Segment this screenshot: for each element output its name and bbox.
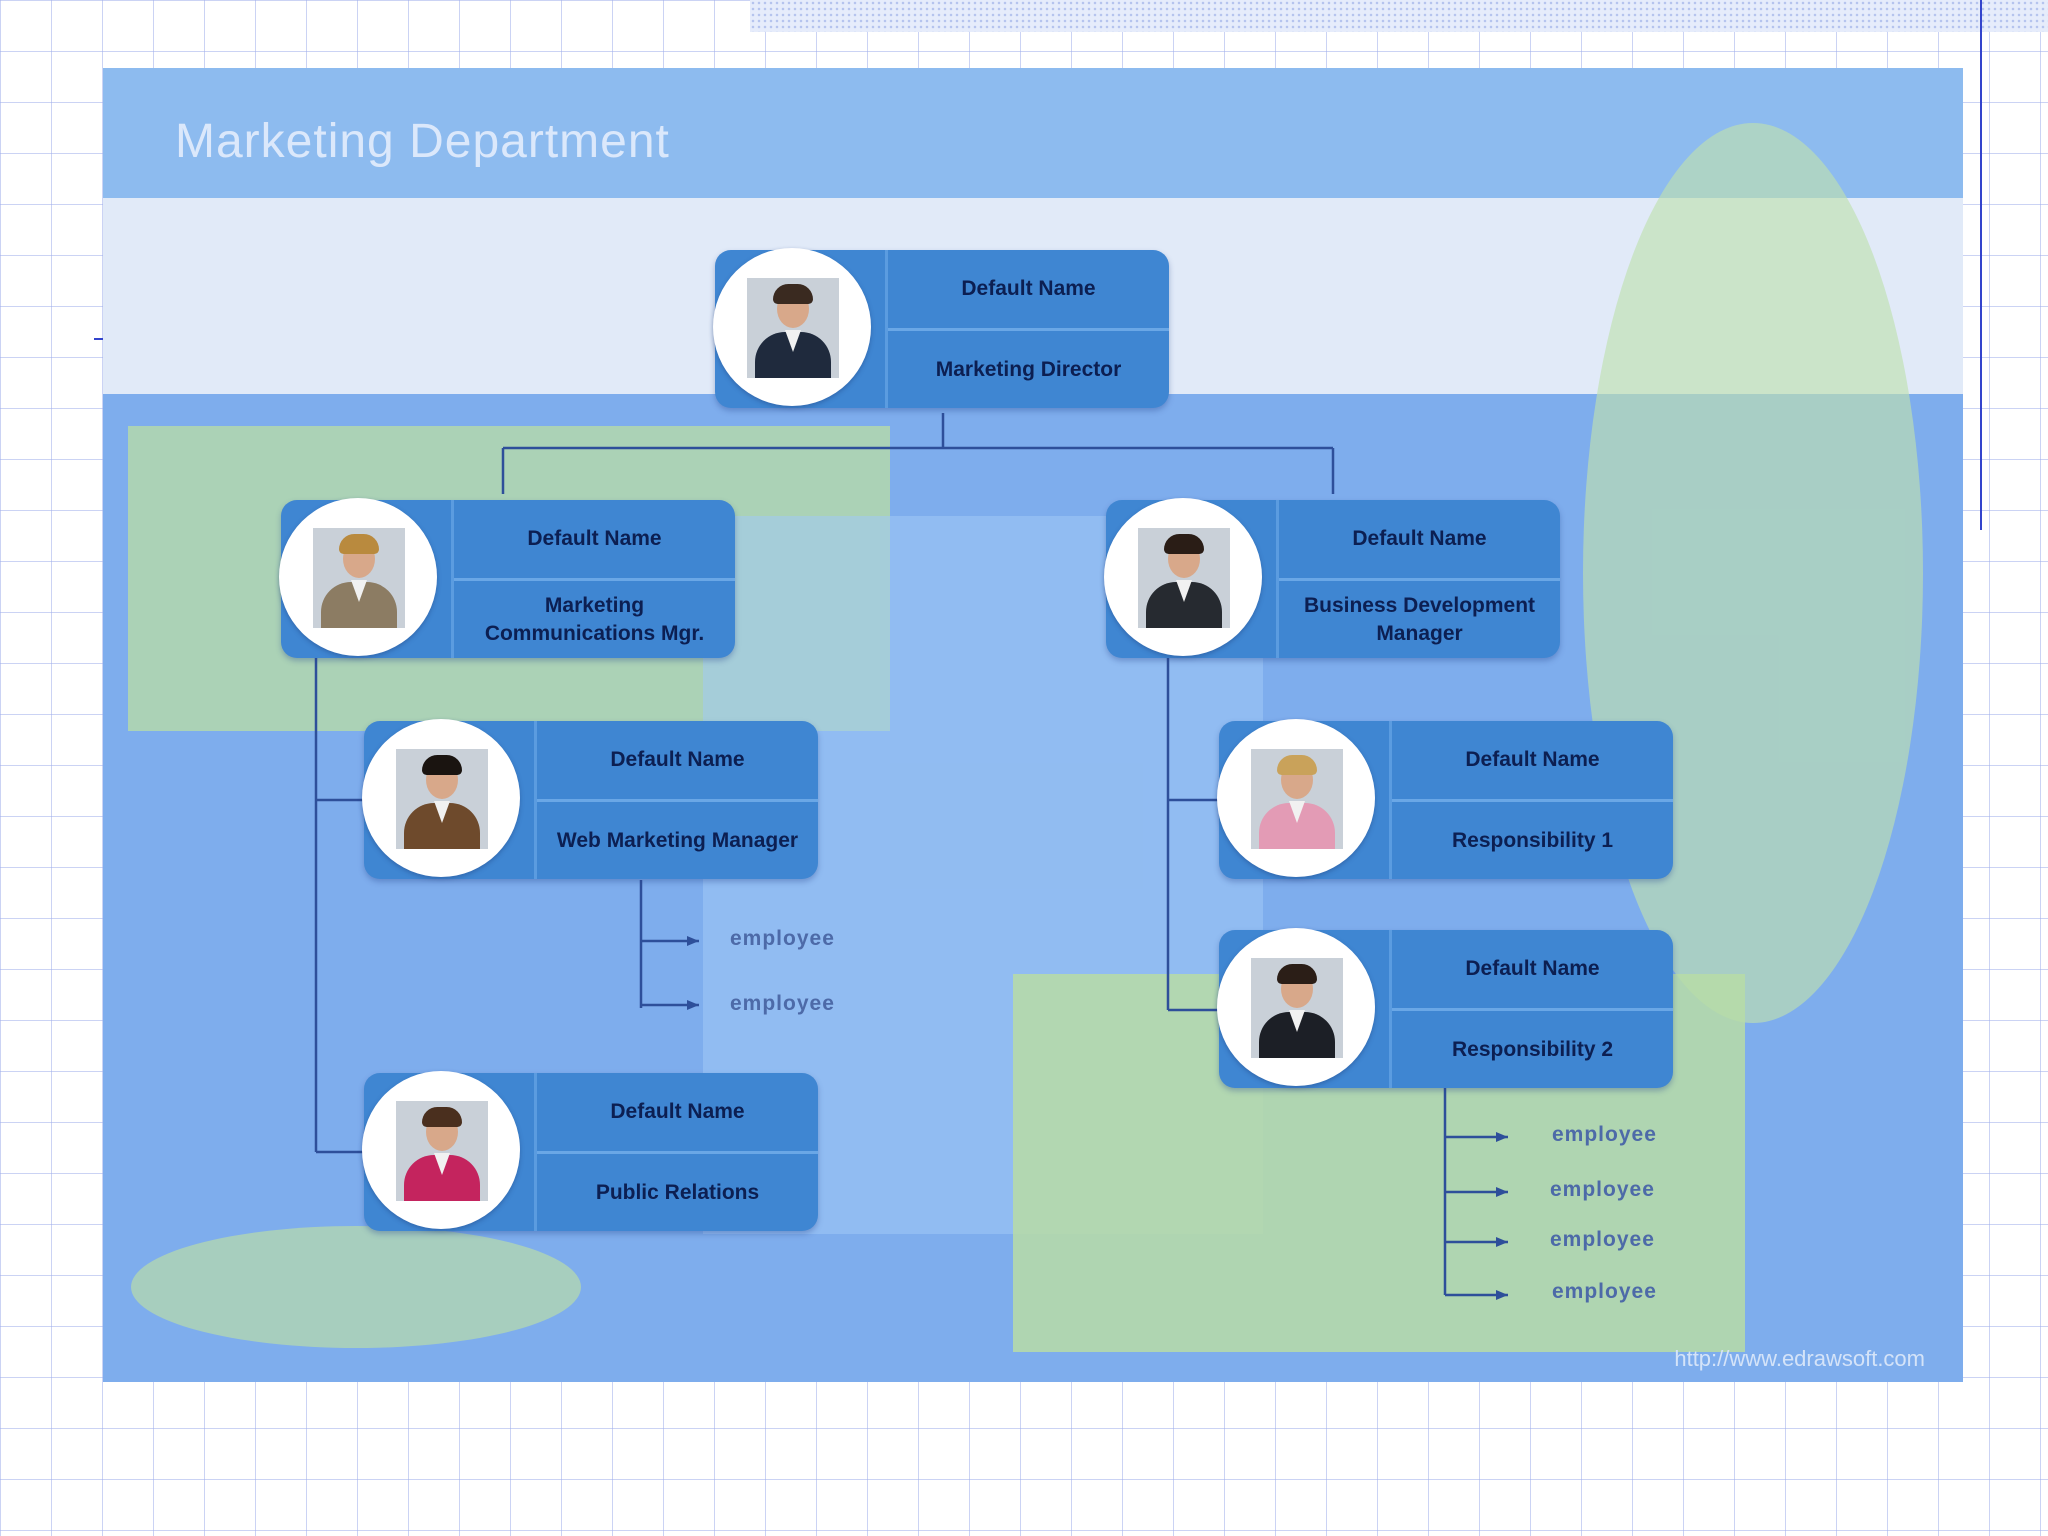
avatar <box>1217 928 1375 1086</box>
slide-title: Marketing Department <box>175 115 670 168</box>
avatar <box>362 1071 520 1229</box>
node-name: Default Name <box>610 1100 745 1123</box>
org-node-web-marketing[interactable]: Default Name Web Marketing Manager <box>362 719 818 879</box>
person-photo-icon <box>1251 958 1343 1058</box>
green-ellipse-decoration <box>131 1226 581 1348</box>
node-role: Marketing Director <box>935 357 1122 381</box>
org-node-business-development[interactable]: Default Name Business Development Manage… <box>1104 498 1560 658</box>
title-band <box>103 68 1963 198</box>
employee-label[interactable]: employee <box>1552 1280 1657 1303</box>
person-photo-icon <box>747 278 839 378</box>
node-name: Default Name <box>610 748 745 771</box>
node-role: Responsibility 2 <box>1451 1037 1614 1061</box>
arrowhead <box>687 1000 699 1010</box>
org-node-public-relations[interactable]: Default Name Public Relations <box>362 1071 818 1231</box>
org-node-responsibility-2[interactable]: Default Name Responsibility 2 <box>1217 928 1673 1088</box>
arrowhead <box>1496 1132 1508 1142</box>
person-photo-icon <box>313 528 405 628</box>
connector-marcom <box>314 658 366 1154</box>
node-name: Default Name <box>1465 957 1600 980</box>
org-chart-slide: Marketing Department <box>103 68 1963 1382</box>
employee-label[interactable]: employee <box>1550 1228 1655 1251</box>
person-photo-icon <box>1251 749 1343 849</box>
avatar <box>362 719 520 877</box>
org-node-director[interactable]: Default Name Marketing Director <box>713 248 1169 408</box>
employee-label[interactable]: employee <box>1550 1178 1655 1201</box>
node-name: Default Name <box>527 527 662 550</box>
node-role: Public Relations <box>595 1180 760 1204</box>
source-credit: http://www.edrawsoft.com <box>1674 1346 1925 1371</box>
node-role: Web Marketing Manager <box>556 828 799 852</box>
person-photo-icon <box>1138 528 1230 628</box>
org-node-marketing-communications[interactable]: Default Name Marketing Communications Mg… <box>279 498 735 658</box>
employee-label[interactable]: employee <box>730 927 835 950</box>
node-role: Business Development Manager <box>1303 593 1536 645</box>
org-node-responsibility-1[interactable]: Default Name Responsibility 1 <box>1217 719 1673 879</box>
avatar <box>1217 719 1375 877</box>
node-name: Default Name <box>1352 527 1487 550</box>
employee-label[interactable]: employee <box>1552 1123 1657 1146</box>
decorative-tick-mark <box>94 338 106 340</box>
connector-bizdev <box>1166 658 1221 1012</box>
arrowhead <box>1496 1187 1508 1197</box>
person-photo-icon <box>396 749 488 849</box>
node-name: Default Name <box>961 277 1096 300</box>
arrowhead <box>687 936 699 946</box>
decorative-vertical-line <box>1980 0 1982 530</box>
node-name: Default Name <box>1465 748 1600 771</box>
decorative-dotted-strip <box>750 0 2048 32</box>
avatar <box>1104 498 1262 656</box>
avatar <box>713 248 871 406</box>
person-photo-icon <box>396 1101 488 1201</box>
connector-lines <box>314 413 1508 1300</box>
node-role: Marketing Communications Mgr. <box>484 593 705 645</box>
connector-resp2-employees <box>1443 1086 1508 1297</box>
node-role: Responsibility 1 <box>1451 828 1614 852</box>
avatar <box>279 498 437 656</box>
employee-label[interactable]: employee <box>730 992 835 1015</box>
arrowhead <box>1496 1237 1508 1247</box>
arrowhead <box>1496 1290 1508 1300</box>
connector-director <box>501 413 1335 494</box>
